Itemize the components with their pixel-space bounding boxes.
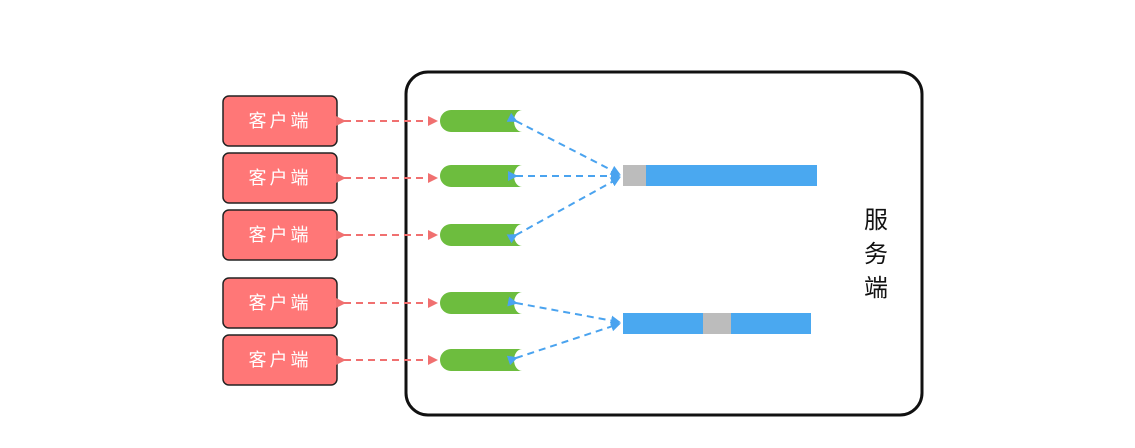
client-label: 客户端 bbox=[249, 225, 312, 246]
blue-arrow-5 bbox=[506, 321, 621, 366]
client-2: 客户端 bbox=[222, 152, 338, 204]
queue-arrows bbox=[506, 112, 621, 366]
queue-gray-segment bbox=[703, 313, 731, 334]
server-label: 服 务 端 bbox=[864, 206, 888, 302]
client-connection-arrows bbox=[336, 116, 438, 365]
client-label: 客户端 bbox=[249, 111, 312, 132]
client-4: 客户端 bbox=[222, 277, 338, 329]
queue-blue-segment-right bbox=[731, 313, 811, 334]
blue-arrow-4 bbox=[507, 296, 621, 326]
client-3: 客户端 bbox=[222, 209, 338, 261]
client-label: 客户端 bbox=[249, 168, 312, 189]
queue-blue-segment bbox=[646, 165, 817, 186]
client-label: 客户端 bbox=[249, 293, 312, 314]
connection-pipes bbox=[440, 110, 522, 371]
queue-bar-bottom bbox=[623, 313, 811, 334]
server-label-char-2: 务 bbox=[864, 240, 888, 268]
client-label: 客户端 bbox=[249, 350, 312, 371]
connection-pipe-3 bbox=[440, 224, 522, 246]
connection-pipe-2 bbox=[440, 165, 522, 187]
blue-arrow-1 bbox=[506, 112, 621, 175]
server-label-char-1: 服 bbox=[864, 206, 888, 234]
client-5: 客户端 bbox=[222, 334, 338, 386]
connection-pipe-1 bbox=[440, 110, 522, 132]
queue-blue-segment-left bbox=[623, 313, 703, 334]
queue-gray-segment bbox=[623, 165, 646, 186]
client-1: 客户端 bbox=[222, 95, 338, 147]
server-label-char-3: 端 bbox=[864, 274, 888, 302]
connection-pipe-5 bbox=[440, 349, 522, 371]
blue-arrow-3 bbox=[506, 177, 621, 244]
queue-bar-top bbox=[623, 165, 817, 186]
connection-pipe-4 bbox=[440, 292, 522, 314]
